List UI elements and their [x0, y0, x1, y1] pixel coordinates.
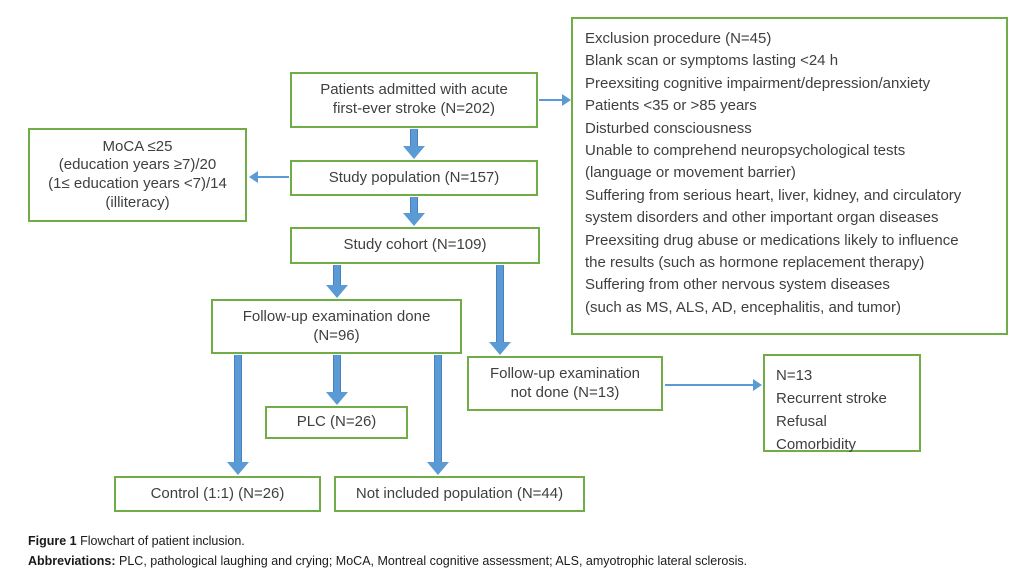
box-patients-admitted-line2: first-ever stroke (N=202)	[332, 100, 496, 117]
box-followup-not-done-line1: Follow-up examination	[489, 364, 641, 382]
exclusion-line: (language or movement barrier)	[585, 164, 796, 182]
box-followup-done-line1: Follow-up examination done	[242, 307, 431, 325]
box-followup-done: Follow-up examination done (N=96)	[211, 299, 462, 354]
exclusion-line: Suffering from other nervous system dise…	[585, 276, 890, 294]
box-exclusion-procedure: Exclusion procedure (N=45) Blank scan or…	[571, 17, 1008, 335]
arrow-line	[539, 99, 562, 101]
exclusion-line: the results (such as hormone replacement…	[585, 254, 925, 272]
arrow-down-head-icon	[326, 392, 348, 405]
exclusion-line: Unable to comprehend neuropsychological …	[585, 142, 906, 160]
arrow-down-head-icon	[403, 213, 425, 226]
exclusion-line: Disturbed consciousness	[585, 119, 752, 137]
box-not-done-reasons: N=13 Recurrent stroke Refusal Comorbidit…	[763, 354, 921, 453]
exclusion-line: Preexsiting cognitive impairment/depress…	[585, 74, 931, 92]
figure-number-label: Figure 1	[28, 534, 77, 548]
arrow-followup-done-to-plc	[326, 355, 348, 405]
exclusion-line: Exclusion procedure (N=45)	[585, 30, 772, 47]
exclusion-line: Suffering from serious heart, liver, kid…	[585, 186, 962, 204]
box-study-population: Study population (N=157)	[290, 160, 538, 196]
moca-line: (education years ≥7)/20	[58, 156, 217, 174]
moca-line: MoCA ≤25	[102, 137, 173, 155]
arrow-shaft	[333, 265, 341, 285]
arrow-study-population-to-moca	[249, 171, 289, 183]
exclusion-line: Blank scan or symptoms lasting <24 h	[585, 52, 839, 70]
box-study-cohort: Study cohort (N=109)	[290, 227, 540, 264]
figure-caption: Figure 1 Flowchart of patient inclusion.…	[28, 531, 747, 571]
arrow-down-head-icon	[489, 342, 511, 355]
arrow-study-cohort-to-followup-done	[326, 265, 348, 298]
arrow-shaft	[434, 355, 442, 462]
arrow-down-head-icon	[326, 285, 348, 298]
arrow-right-head-icon	[753, 379, 762, 391]
box-followup-not-done-line2: not done (N=13)	[510, 383, 620, 401]
arrow-right-head-icon	[562, 94, 571, 106]
box-not-included: Not included population (N=44)	[334, 476, 585, 512]
box-control: Control (1:1) (N=26)	[114, 476, 321, 512]
arrow-shaft	[234, 355, 242, 462]
caption-line-1: Figure 1 Flowchart of patient inclusion.	[28, 531, 747, 551]
caption-line-2: Abbreviations: PLC, pathological laughin…	[28, 551, 747, 571]
reason-line: Comorbidity	[776, 436, 857, 453]
reason-line: Refusal	[776, 413, 827, 430]
box-not-included-label: Not included population (N=44)	[355, 484, 564, 502]
arrow-left-head-icon	[249, 171, 258, 183]
reason-line: Recurrent stroke	[776, 390, 887, 407]
moca-line: (illiteracy)	[105, 193, 170, 211]
arrow-followup-done-to-not-included	[427, 355, 449, 475]
box-patients-admitted: Patients admitted with acute first-ever …	[290, 72, 538, 128]
box-control-label: Control (1:1) (N=26)	[150, 484, 285, 502]
exclusion-line: Patients <35 or >85 years	[585, 97, 757, 115]
arrow-shaft	[496, 265, 504, 342]
box-study-cohort-label: Study cohort (N=109)	[343, 236, 487, 254]
arrow-followup-not-done-to-reasons	[665, 379, 762, 391]
arrow-shaft	[410, 129, 418, 146]
arrow-line	[258, 176, 289, 178]
arrow-down-head-icon	[427, 462, 449, 475]
abbreviations-label: Abbreviations:	[28, 554, 116, 568]
box-study-population-label: Study population (N=157)	[328, 168, 500, 186]
arrow-study-population-to-study-cohort	[403, 197, 425, 226]
arrow-study-cohort-to-followup-not-done	[489, 265, 511, 355]
box-plc-label: PLC (N=26)	[296, 413, 377, 431]
arrow-admitted-to-exclusion	[539, 94, 571, 106]
abbreviations-text: PLC, pathological laughing and crying; M…	[119, 554, 748, 568]
arrow-down-head-icon	[227, 462, 249, 475]
exclusion-line: (such as MS, ALS, AD, encephalitis, and …	[585, 298, 901, 316]
arrow-shaft	[333, 355, 341, 392]
exclusion-line: Preexsiting drug abuse or medications li…	[585, 231, 959, 249]
box-plc: PLC (N=26)	[265, 406, 408, 439]
box-followup-done-line2: (N=96)	[313, 326, 360, 344]
arrow-line	[665, 384, 753, 386]
arrow-admitted-to-study-population	[403, 129, 425, 159]
reason-line: N=13	[776, 367, 813, 384]
exclusion-line: system disorders and other important org…	[585, 209, 939, 227]
arrow-shaft	[410, 197, 418, 213]
box-followup-not-done: Follow-up examination not done (N=13)	[467, 356, 663, 411]
figure-caption-text: Flowchart of patient inclusion.	[80, 534, 245, 548]
arrow-followup-done-to-control	[227, 355, 249, 475]
box-moca-criteria: MoCA ≤25 (education years ≥7)/20 (1≤ edu…	[28, 128, 247, 222]
box-patients-admitted-line1: Patients admitted with acute	[320, 81, 508, 99]
arrow-down-head-icon	[403, 146, 425, 159]
moca-line: (1≤ education years <7)/14	[48, 175, 227, 192]
